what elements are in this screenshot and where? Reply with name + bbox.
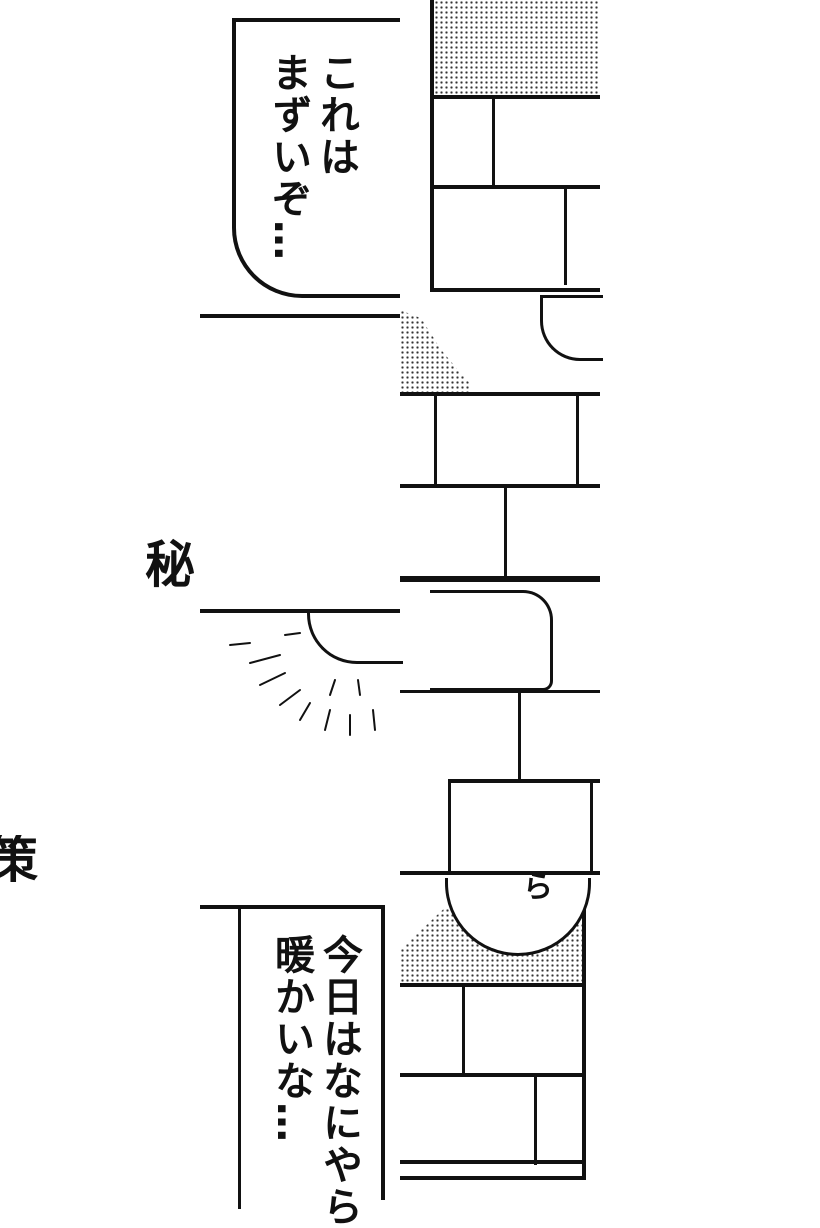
- speech-line: 暖かいな…: [268, 934, 314, 1144]
- panel-border: [200, 609, 400, 613]
- speech-bubble-bottom: 今日はなにやら 暖かいな…: [200, 905, 385, 1228]
- character-body: [430, 590, 553, 691]
- character-head: [540, 295, 603, 361]
- sfx-text: 秘: [145, 536, 195, 594]
- radiating-lines: [229, 632, 376, 736]
- panel-border: [200, 314, 400, 318]
- panel-bottom-wall: ら: [400, 873, 591, 1180]
- panel-top-wall: [430, 0, 600, 292]
- sfx-text: 策: [0, 835, 38, 885]
- speech-line: 今日はなにやら: [316, 934, 362, 1228]
- speech-bubble-top: これは まずいぞ…: [232, 18, 400, 298]
- sfx-text: ら: [523, 870, 553, 905]
- screentone-foliage: [434, 0, 600, 95]
- panel-lower-wall: [400, 690, 600, 880]
- screentone-foliage: [400, 310, 470, 392]
- panel-middle-wall: [400, 392, 600, 582]
- speech-line: まずいぞ…: [265, 52, 311, 262]
- speech-line: これは: [313, 52, 359, 178]
